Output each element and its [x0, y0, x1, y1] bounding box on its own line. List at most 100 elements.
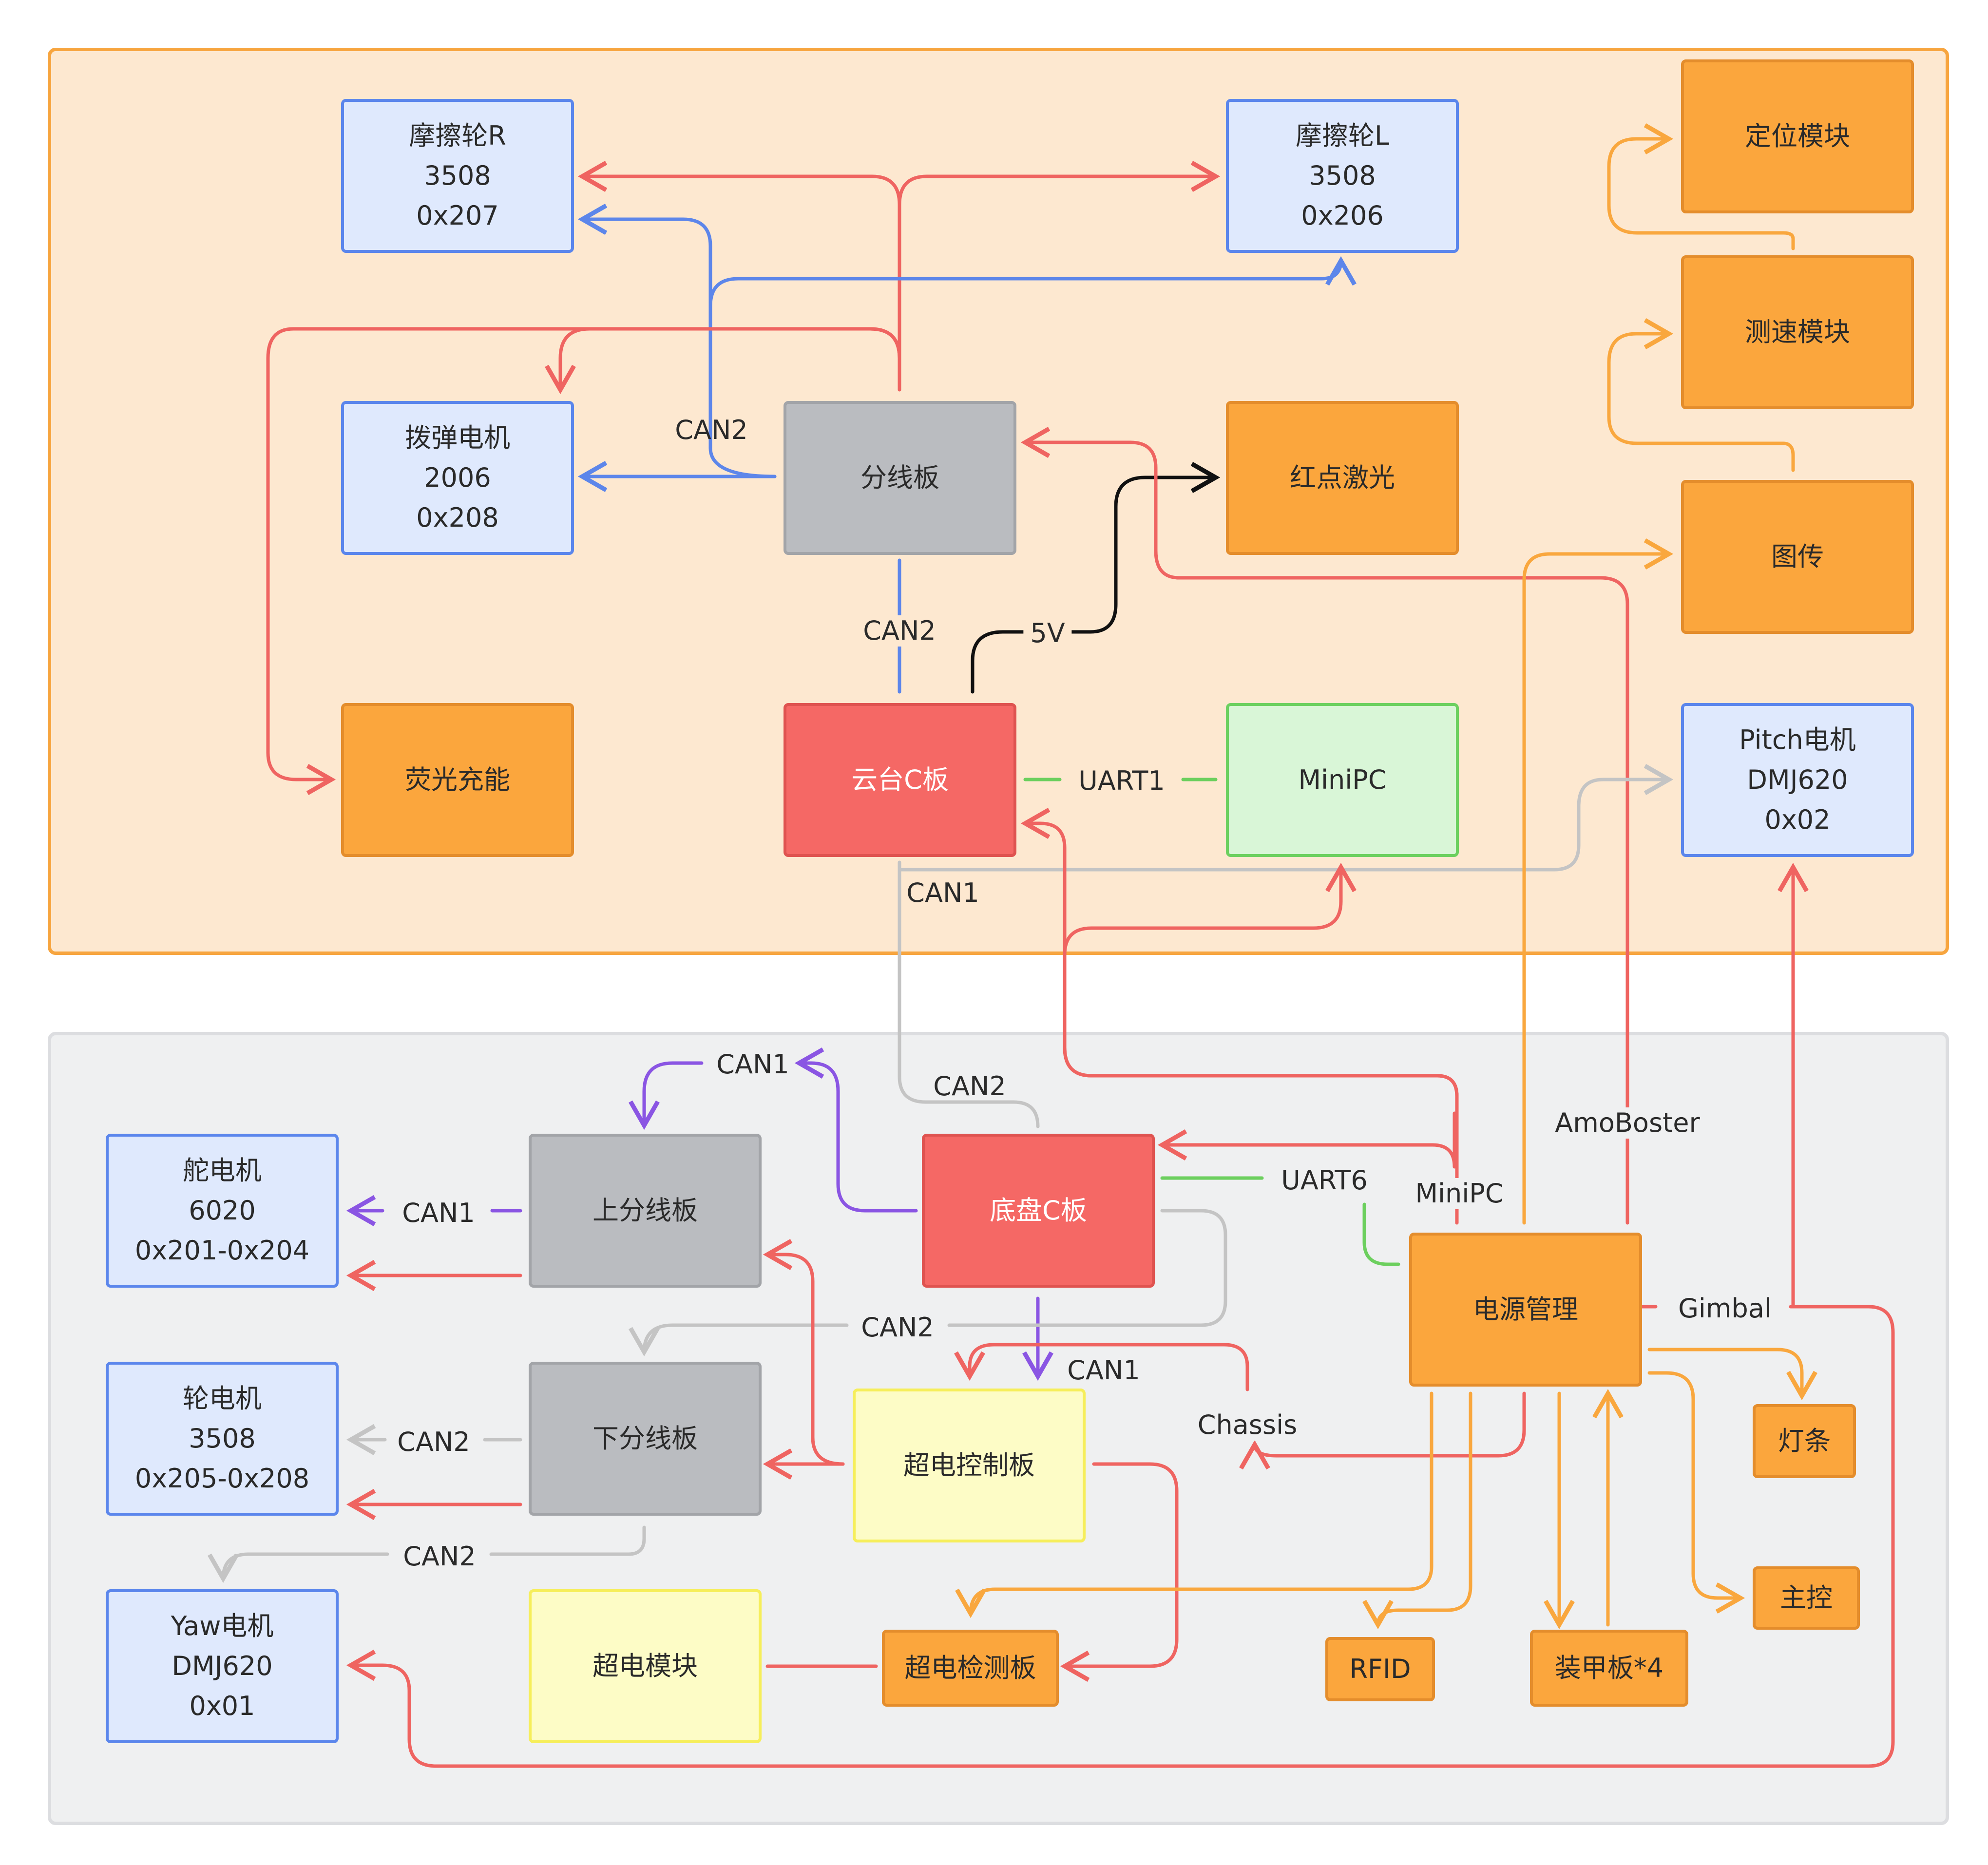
wire-5v-laser: [971, 462, 1221, 694]
image-transmitter: 图传: [1681, 480, 1914, 634]
chassis-c-board: 底盘C板: [922, 1134, 1155, 1288]
wire-pm-detect: [955, 1391, 1434, 1618]
rfid-name: RFID: [1349, 1654, 1411, 1684]
upper-splitter: 上分线板: [529, 1134, 762, 1288]
wheel-motor-id: 0x205-0x208: [134, 1463, 310, 1494]
label-can1-top: CAN1: [716, 1049, 789, 1080]
wheel-motor-name: 轮电机: [183, 1383, 262, 1414]
steer-motor: 舵电机 6020 0x201-0x204: [106, 1134, 339, 1288]
wire-pm-rfid: [1362, 1391, 1472, 1630]
armor-plates-name: 装甲板*4: [1554, 1653, 1664, 1683]
lower-splitter-name: 下分线板: [593, 1423, 698, 1454]
wire-splitter-trigger: [545, 327, 901, 395]
label-can2-chassis: CAN2: [933, 1071, 1006, 1102]
splitter-board: 分线板: [784, 401, 1016, 555]
wire-can2-friction-l: [708, 256, 1357, 314]
wire-splitter-friction-r: [577, 161, 901, 392]
label-gimbal-pm: Gimbal: [1678, 1293, 1772, 1324]
trigger-motor-name: 拨弹电机: [405, 422, 510, 453]
power-management-name: 电源管理: [1473, 1294, 1578, 1325]
steer-motor-model: 6020: [189, 1195, 256, 1226]
friction-wheel-r: 摩擦轮R 3508 0x207: [341, 99, 574, 253]
yaw-motor-name: Yaw电机: [171, 1611, 274, 1641]
label-can1-steer: CAN1: [402, 1198, 475, 1228]
label-can2-yaw: CAN2: [403, 1541, 476, 1572]
supercap-detector-name: 超电检测板: [904, 1653, 1036, 1683]
wire-can2-lower-r: [947, 1209, 1227, 1327]
wire-splitter-fluor: [266, 327, 901, 795]
supercap-module-name: 超电模块: [593, 1651, 698, 1681]
friction-wheel-l-model: 3508: [1309, 160, 1376, 191]
friction-wheel-l: 摩擦轮L 3508 0x206: [1226, 99, 1459, 253]
rfid: RFID: [1325, 1637, 1435, 1701]
wire-can2-gimbal-chassis: [898, 868, 1040, 1128]
label-can1-supercap: CAN1: [1067, 1355, 1140, 1386]
chassis-c-board-name: 底盘C板: [990, 1195, 1087, 1226]
trigger-motor-model: 2006: [424, 462, 491, 493]
supercap-controller-name: 超电控制板: [903, 1450, 1035, 1481]
wire-gimbal-yaw: [346, 1305, 1895, 1768]
minipc-name: MiniPC: [1298, 764, 1387, 795]
wire-amobooster-splitter: [1020, 427, 1629, 1225]
label-uart6: UART6: [1281, 1165, 1368, 1196]
speed-module: 测速模块: [1681, 255, 1914, 409]
yaw-motor-id: 0x01: [189, 1691, 255, 1721]
light-bar: 灯条: [1753, 1404, 1856, 1478]
fluorescent-charger: 荧光充能: [341, 703, 574, 857]
friction-wheel-r-model: 3508: [424, 160, 491, 191]
power-management: 电源管理: [1409, 1233, 1642, 1387]
wire-can1-pitch: [898, 764, 1674, 872]
wire-minipc-gimbal-c: [1020, 808, 1459, 1098]
label-can2-splitter-gimbal: CAN2: [856, 615, 943, 647]
armor-plates: 装甲板*4: [1530, 1630, 1688, 1707]
friction-wheel-l-id: 0x206: [1301, 200, 1384, 231]
label-5v: 5V: [1023, 618, 1072, 649]
wire-pm-imgtx: [1522, 538, 1674, 1225]
wire-can1-upper: [794, 1047, 918, 1213]
friction-wheel-r-id: 0x207: [416, 200, 499, 231]
label-minipc-pm: MiniPC: [1408, 1178, 1510, 1209]
gimbal-c-board-name: 云台C板: [851, 764, 949, 795]
pitch-motor-id: 0x02: [1764, 804, 1831, 835]
locator-module: 定位模块: [1681, 59, 1914, 213]
friction-wheel-l-name: 摩擦轮L: [1295, 120, 1390, 151]
wire-splitter-friction-l: [898, 161, 1221, 207]
yaw-motor-model: DMJ620: [172, 1651, 273, 1681]
supercap-detector: 超电检测板: [882, 1630, 1059, 1707]
wire-can2-friction-r: [577, 204, 777, 478]
label-can2-mid: CAN2: [861, 1312, 934, 1343]
lower-splitter: 下分线板: [529, 1362, 762, 1516]
pitch-motor: Pitch电机 DMJ620 0x02: [1681, 703, 1914, 857]
wire-supercap-upper: [763, 1239, 845, 1466]
wire-imgtx-speed: [1607, 318, 1795, 472]
pitch-motor-name: Pitch电机: [1739, 724, 1856, 755]
supercap-module: 超电模块: [529, 1589, 762, 1743]
label-can2-splitter-left: CAN2: [675, 415, 748, 445]
trigger-motor: 拨弹电机 2006 0x208: [341, 401, 574, 555]
light-bar-name: 灯条: [1778, 1426, 1831, 1456]
label-can1-gimbal: CAN1: [906, 877, 979, 908]
pitch-motor-model: DMJ620: [1747, 764, 1848, 795]
red-laser-name: 红点激光: [1290, 462, 1395, 493]
wire-can2-lower-l: [629, 1323, 849, 1357]
minipc: MiniPC: [1226, 703, 1459, 857]
friction-wheel-r-name: 摩擦轮R: [409, 120, 506, 151]
main-controller: 主控: [1753, 1566, 1860, 1630]
wire-can2-yaw-r: [489, 1525, 646, 1556]
wire-supercap-ctrl-detect: [1060, 1462, 1179, 1682]
steer-motor-name: 舵电机: [183, 1155, 262, 1186]
wheel-motor-model: 3508: [189, 1423, 256, 1454]
upper-splitter-name: 上分线板: [593, 1195, 698, 1226]
yaw-motor: Yaw电机 DMJ620 0x01: [106, 1589, 339, 1743]
main-controller-name: 主控: [1780, 1582, 1833, 1613]
wire-uart6-right: [1362, 1202, 1400, 1266]
label-chassis-pm: Chassis: [1190, 1409, 1304, 1441]
wire-pm-lightbar: [1647, 1348, 1817, 1401]
label-amobooster: AmoBoster: [1548, 1107, 1707, 1139]
image-transmitter-name: 图传: [1771, 541, 1824, 572]
locator-module-name: 定位模块: [1745, 121, 1850, 152]
label-can2-wheel: CAN2: [397, 1427, 470, 1457]
trigger-motor-id: 0x208: [416, 502, 499, 533]
wheel-motor: 轮电机 3508 0x205-0x208: [106, 1362, 339, 1516]
